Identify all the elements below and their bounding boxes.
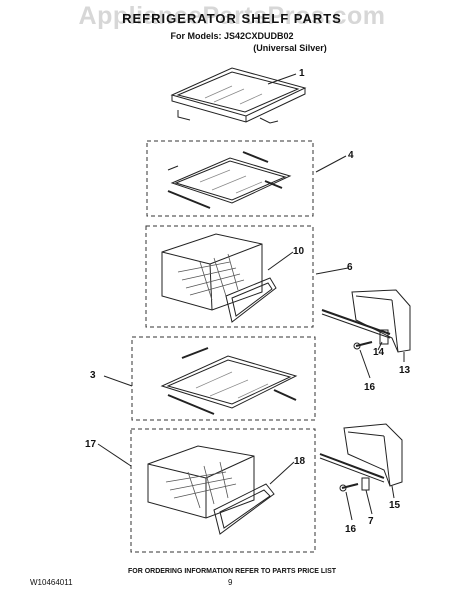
dashed-box-shelf-3 — [131, 336, 316, 421]
crisper-drawer — [161, 233, 263, 311]
callout-16-lower: 16 — [345, 524, 357, 535]
dashed-box-drawer-17 — [130, 428, 316, 553]
rail-bracket-13 — [351, 289, 411, 353]
slide-rail-14 — [321, 309, 391, 345]
leader-lines — [97, 73, 405, 521]
document-number: W10464011 — [30, 578, 73, 587]
callout-17: 17 — [85, 439, 97, 450]
watermark: AppliancePartsPros.com — [78, 2, 386, 30]
screw-16-lower — [339, 483, 359, 492]
callout-15: 15 — [389, 500, 401, 511]
callout-10: 10 — [293, 246, 305, 257]
variant-line: (Universal Silver) — [253, 43, 327, 53]
callout-18: 18 — [294, 456, 306, 467]
drawer-cover-18 — [213, 483, 275, 535]
page-title: REFRIGERATOR SHELF PARTS — [122, 11, 342, 26]
screw-16-upper — [353, 341, 373, 350]
slide-rail-7 — [319, 453, 385, 491]
rail-bracket-15 — [343, 423, 403, 487]
deli-drawer — [147, 445, 255, 519]
callout-1: 1 — [299, 68, 305, 79]
glass-shelf-assembly — [170, 67, 307, 124]
model-line: For Models: JS42CXDUDB02 — [170, 31, 294, 41]
callout-3: 3 — [90, 370, 96, 381]
callout-4: 4 — [348, 150, 354, 161]
dashed-box-shelf-4 — [146, 140, 314, 217]
callout-14: 14 — [373, 347, 385, 358]
ordering-note: FOR ORDERING INFORMATION REFER TO PARTS … — [127, 568, 337, 575]
dashed-box-drawer-6 — [145, 225, 314, 328]
callout-6: 6 — [347, 262, 353, 273]
callout-13: 13 — [399, 365, 411, 376]
callout-7: 7 — [368, 516, 374, 527]
glass-shelf-3 — [160, 347, 298, 415]
page-number: 9 — [228, 578, 233, 587]
glass-shelf-4 — [167, 151, 292, 209]
drawer-cover-10 — [225, 277, 277, 323]
callout-16-upper: 16 — [364, 382, 376, 393]
